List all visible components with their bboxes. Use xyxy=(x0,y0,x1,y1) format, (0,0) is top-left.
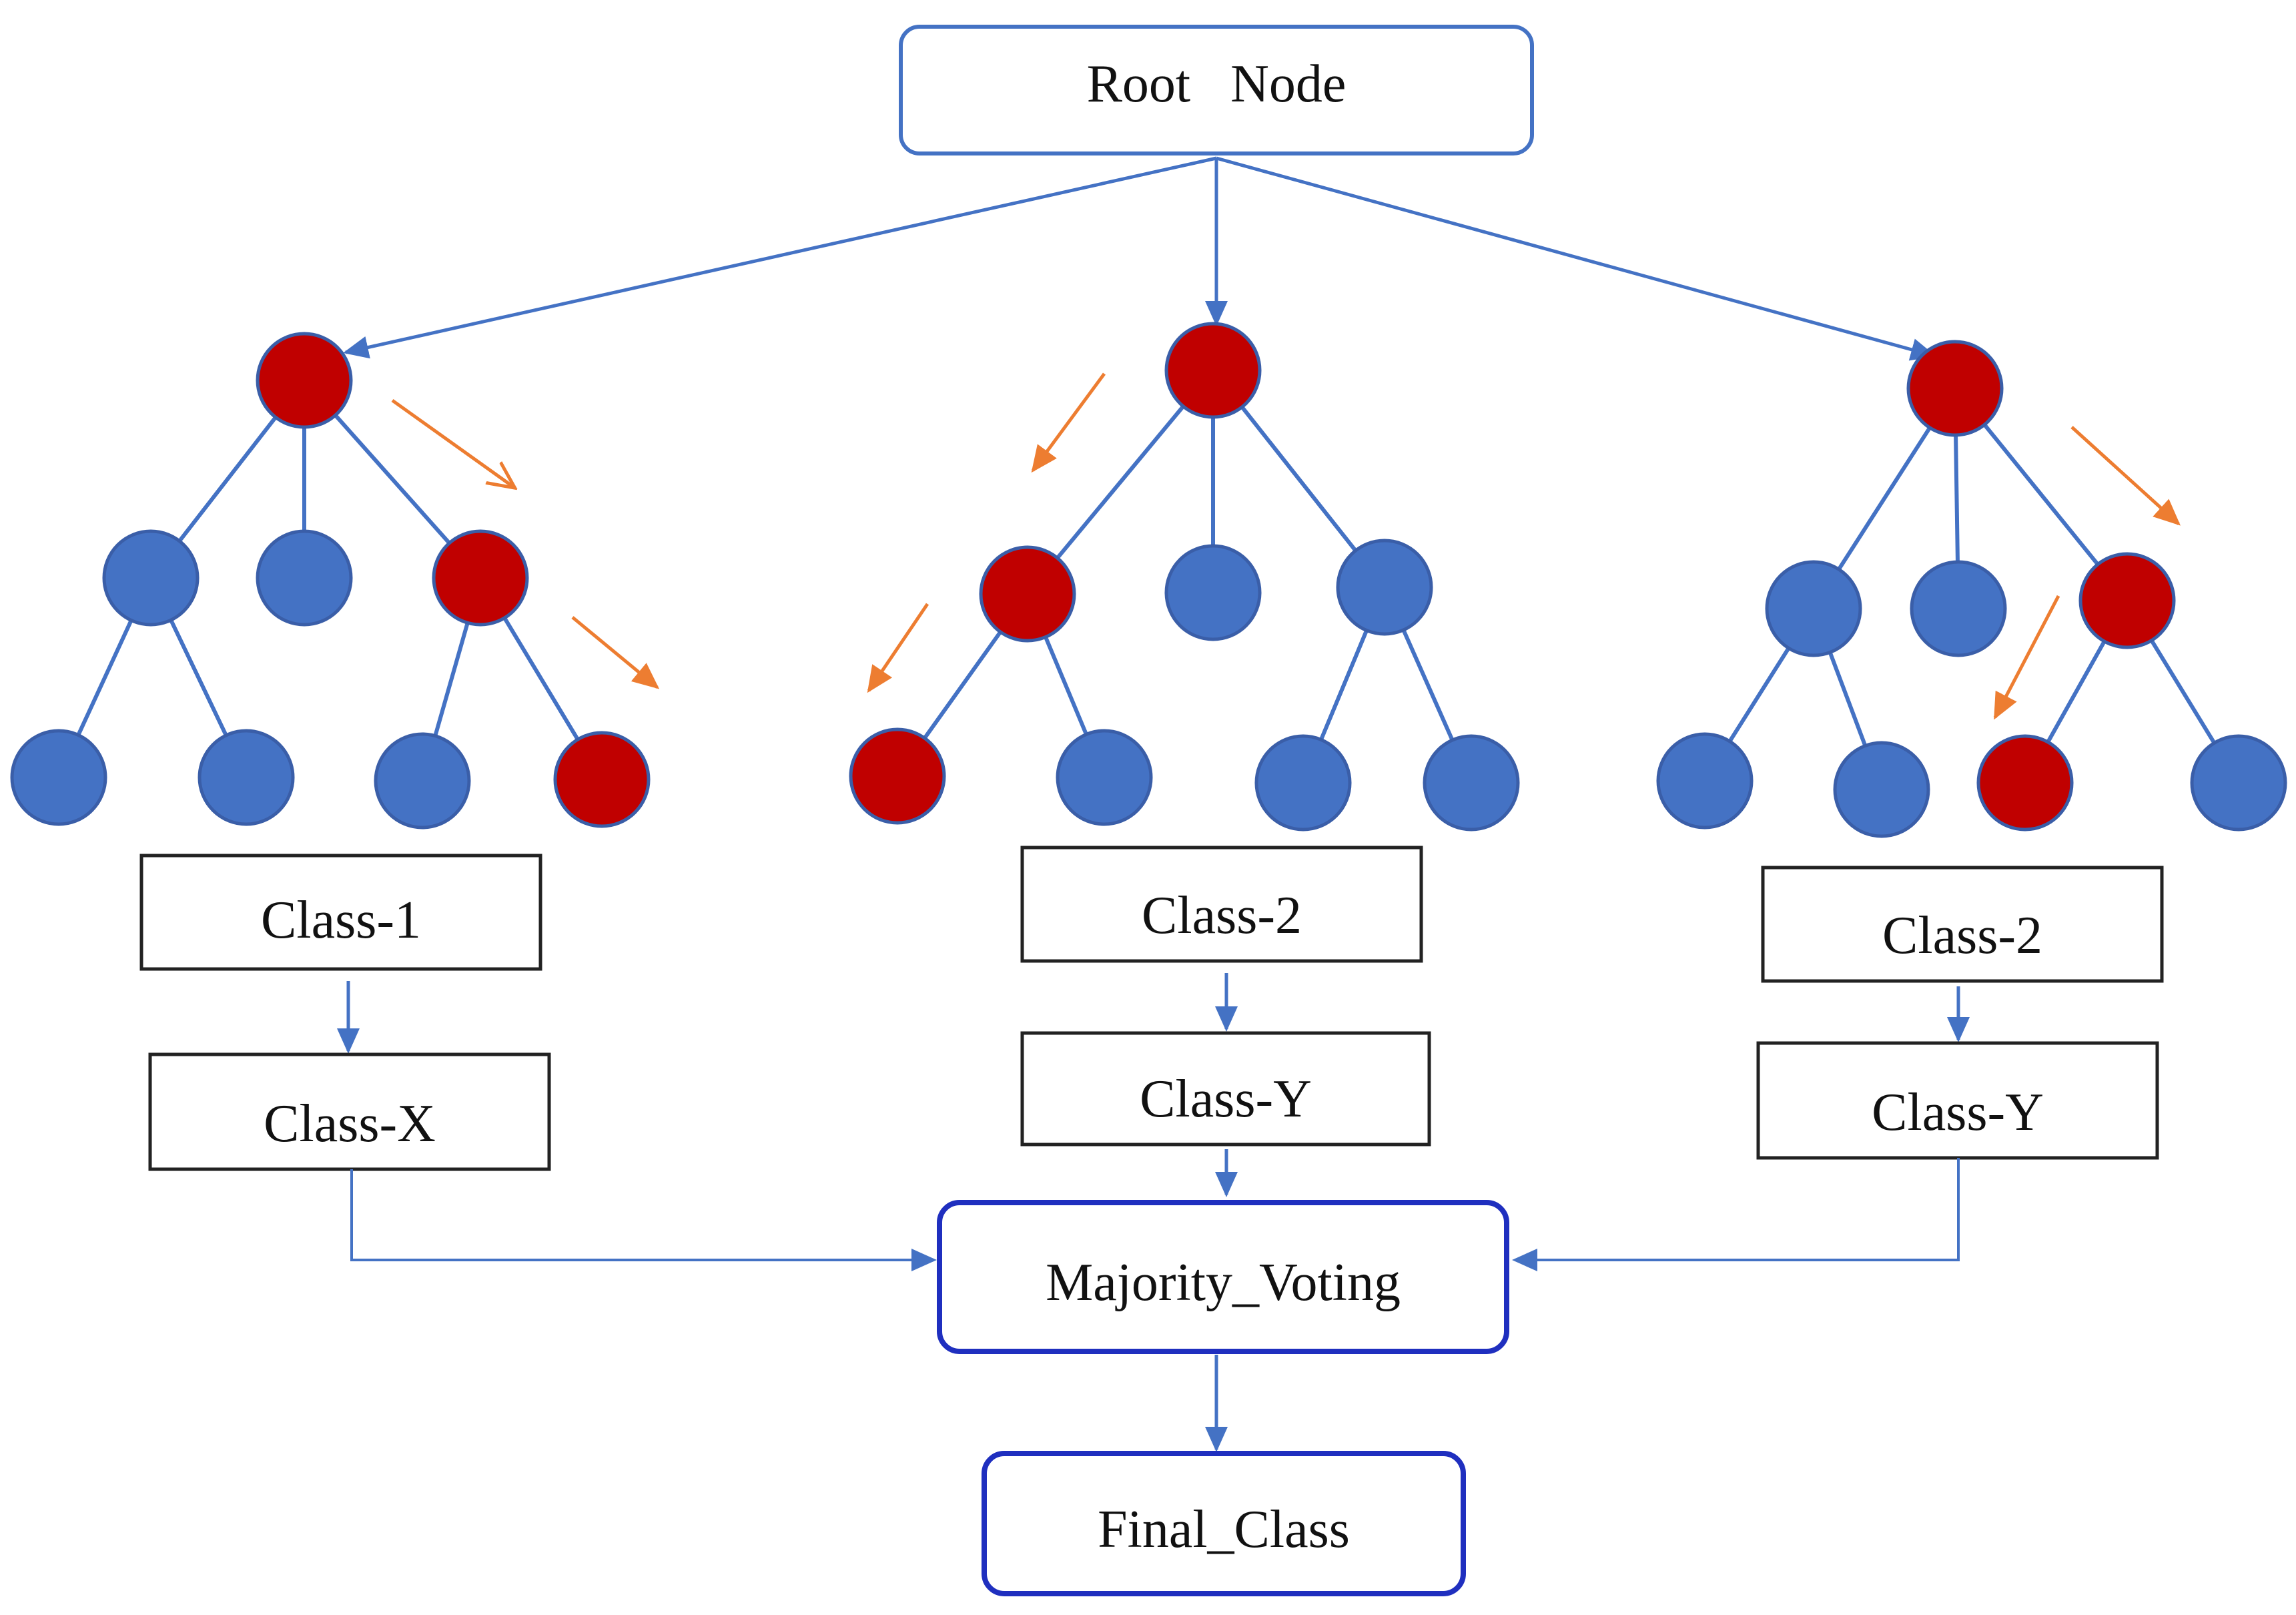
root-node: Root Node xyxy=(899,25,1534,155)
voting-connectors xyxy=(350,1158,1960,1271)
tree-2-leaf xyxy=(1056,729,1153,826)
tree-1-class-label: Class-1 xyxy=(261,891,421,950)
final-class-node: Final_Class xyxy=(982,1451,1466,1596)
tree-1-class-box xyxy=(139,854,542,971)
majority-voting-node: Majority_Voting xyxy=(937,1200,1509,1354)
tree-1-outputs: Class-1 Class-X xyxy=(139,854,551,1171)
root-to-tree-1-edge xyxy=(343,156,1217,359)
root-edges xyxy=(343,156,1936,361)
tree-2-mapped-label: Class-Y xyxy=(1140,1070,1312,1128)
tree-2-mapped-box xyxy=(1020,1031,1431,1147)
tree-3-active-node xyxy=(2078,552,2176,649)
tree-3-node xyxy=(1765,560,1862,657)
tree-3-node xyxy=(1910,560,2007,657)
tree-3-outputs: Class-2 Class-Y xyxy=(1756,866,2164,1160)
root-node-label: Root Node xyxy=(1087,55,1347,113)
tree-3-leaf xyxy=(1656,732,1754,830)
tree-1-leaf xyxy=(374,732,471,830)
tree-3-class-box xyxy=(1761,866,2164,983)
tree-2-leaf xyxy=(1254,734,1352,832)
tree-3-path-arrow xyxy=(1993,595,2060,720)
tree-1-mapped-box xyxy=(148,1052,551,1171)
tree-2-node xyxy=(1164,544,1262,641)
tree-1-path-arrow xyxy=(571,616,660,689)
tree-3-leaf xyxy=(1833,741,1930,838)
tree-2-path-arrow xyxy=(1031,372,1106,473)
tree-1-path-arrow xyxy=(391,398,514,487)
tree-3-root-node xyxy=(1906,340,2004,437)
tree-1-leaf xyxy=(198,729,295,826)
tree-1-active-leaf xyxy=(553,731,651,828)
tree-2-active-leaf xyxy=(849,727,946,825)
tree-1-to-voting-connector xyxy=(350,1169,937,1271)
tree-2-class-label: Class-2 xyxy=(1142,886,1302,945)
majority-voting-label: Majority_Voting xyxy=(1046,1253,1401,1312)
tree-1-mapped-label: Class-X xyxy=(264,1094,436,1153)
tree-3-to-voting-connector xyxy=(1512,1158,1960,1271)
tree-3-active-leaf xyxy=(1976,734,2074,832)
tree-1-leaf xyxy=(10,729,107,826)
tree-2 xyxy=(849,322,1520,832)
tree-2-node xyxy=(1336,539,1433,636)
final-class-label: Final_Class xyxy=(1098,1500,1350,1559)
tree-2-outputs: Class-2 Class-Y xyxy=(1020,846,1431,1197)
tree-3-class-label: Class-2 xyxy=(1882,906,2042,965)
root-to-tree-3-edge xyxy=(1216,156,1936,361)
tree-3-leaf xyxy=(2190,734,2287,832)
tree-2-class-box xyxy=(1020,846,1423,963)
tree-1-active-node xyxy=(432,529,529,627)
tree-3-mapped-label: Class-Y xyxy=(1872,1083,2044,1142)
tree-3-mapped-box xyxy=(1756,1041,2159,1160)
tree-3 xyxy=(1656,340,2287,838)
tree-1-root-node xyxy=(256,332,353,429)
tree-2-root-node xyxy=(1164,322,1262,419)
tree-3-path-arrow xyxy=(2070,426,2181,526)
tree-1-node xyxy=(256,529,353,627)
tree-1-node xyxy=(102,529,200,627)
tree-2-leaf xyxy=(1423,734,1520,832)
tree-2-path-arrow xyxy=(867,603,929,693)
tree-2-active-node xyxy=(979,545,1076,643)
tree-1 xyxy=(10,332,660,830)
